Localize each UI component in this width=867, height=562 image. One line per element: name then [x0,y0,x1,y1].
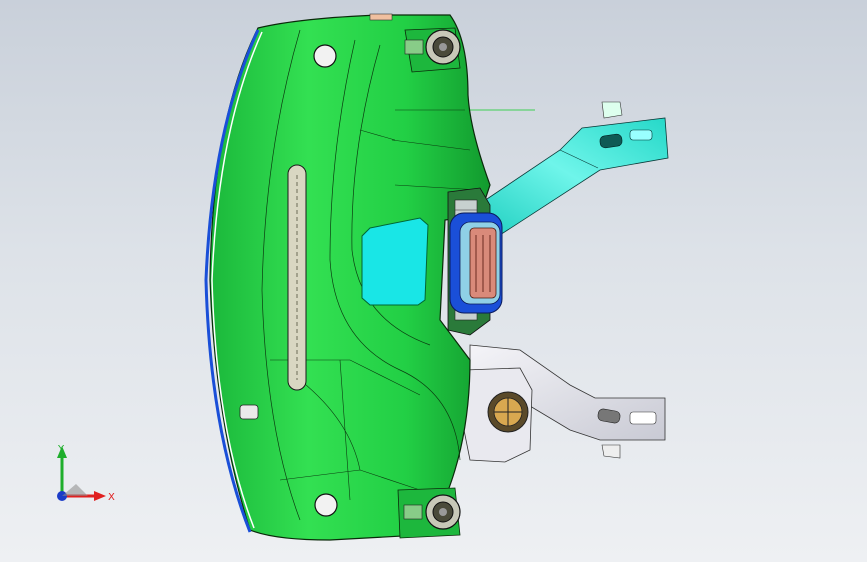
mount-hole-bottom [314,493,338,517]
top-clip [369,13,393,21]
center-defrost-vent [287,164,307,391]
edge-tab [239,404,259,420]
lower-air-duct[interactable] [461,344,666,463]
axis-triad: Y X [57,444,115,503]
top-round-vent [404,27,461,73]
y-axis-label: Y [57,444,65,455]
mount-hole-top [313,44,337,68]
instrument-cluster[interactable] [447,187,503,336]
dashboard-body[interactable] [204,13,491,541]
upper-air-duct[interactable] [477,101,669,236]
x-axis-label: X [108,492,115,503]
bottom-round-vent [397,487,461,539]
